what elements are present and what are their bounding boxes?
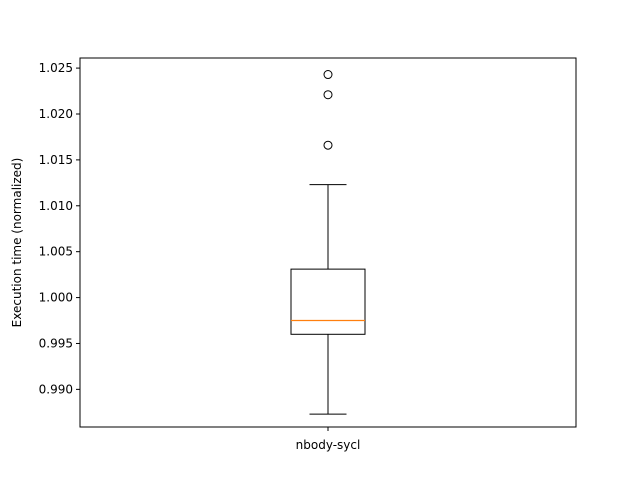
outlier-point xyxy=(323,90,333,100)
interquartile-box xyxy=(290,268,366,335)
outlier-point xyxy=(323,140,333,150)
y-tick-label: 1.010 xyxy=(39,199,73,213)
y-axis: 0.990 0.995 1.000 1.005 1.010 1.015 1.020 1.025 xyxy=(39,61,80,396)
y-tick-label: 1.005 xyxy=(39,245,73,259)
y-tick-label: 1.025 xyxy=(39,61,73,75)
x-tick-label: nbody-sycl xyxy=(296,438,361,452)
y-tick-label: 1.000 xyxy=(39,291,73,305)
y-tick-label: 1.015 xyxy=(39,153,73,167)
box-series xyxy=(290,70,366,415)
y-tick-label: 1.020 xyxy=(39,107,73,121)
outlier-point xyxy=(323,70,333,80)
y-axis-label: Execution time (normalized) xyxy=(10,158,24,328)
y-tick-label: 0.990 xyxy=(39,382,73,396)
y-tick-label: 0.995 xyxy=(39,336,73,350)
x-axis: nbody-sycl xyxy=(296,427,361,452)
